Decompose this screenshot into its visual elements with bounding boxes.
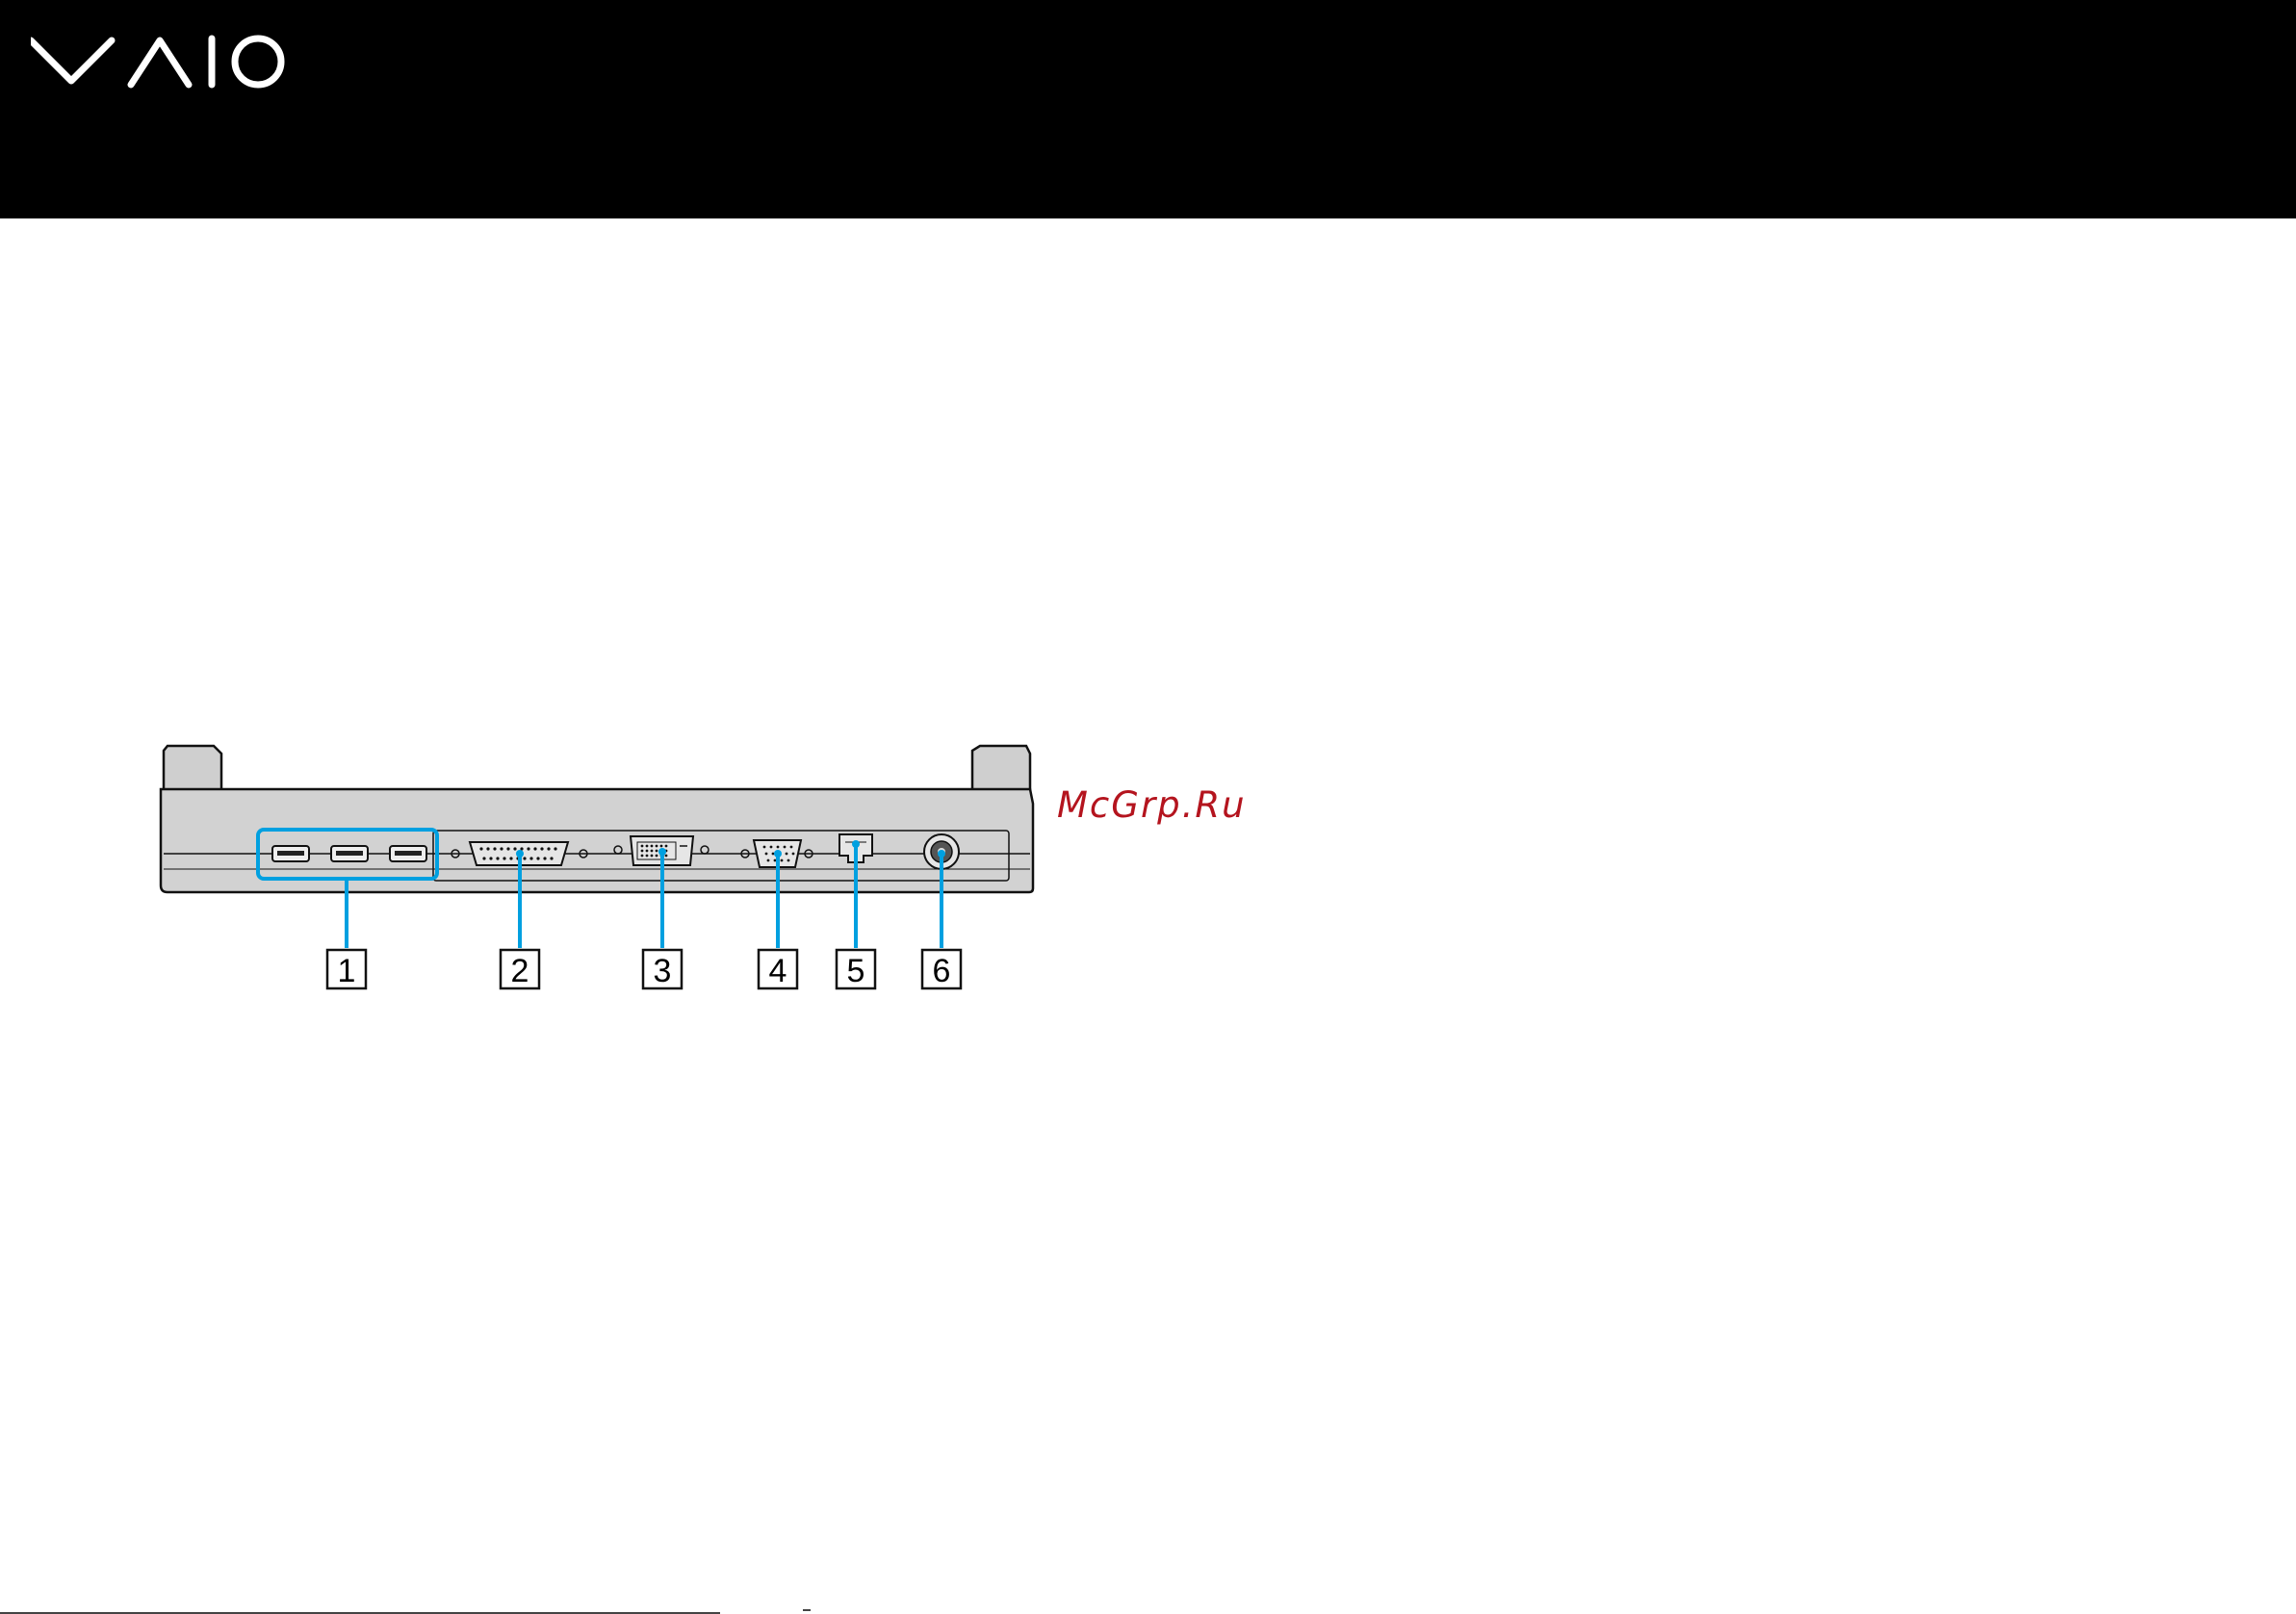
docking-station-figure: 1 2 3 4 5 6: [135, 736, 1059, 991]
callout-4: 4: [769, 953, 787, 989]
header-bar: [0, 0, 2296, 218]
station-body: [161, 789, 1033, 892]
footer-mark: [803, 1609, 811, 1611]
usb-port-icon: [272, 846, 426, 861]
callout-5: 5: [847, 953, 865, 989]
callout-1: 1: [338, 953, 356, 989]
callout-6: 6: [933, 953, 951, 989]
vaio-logo: [31, 27, 291, 92]
watermark-text: McGrp.Ru: [1057, 784, 1247, 826]
callout-2: 2: [511, 953, 529, 989]
callout-3: 3: [654, 953, 672, 989]
